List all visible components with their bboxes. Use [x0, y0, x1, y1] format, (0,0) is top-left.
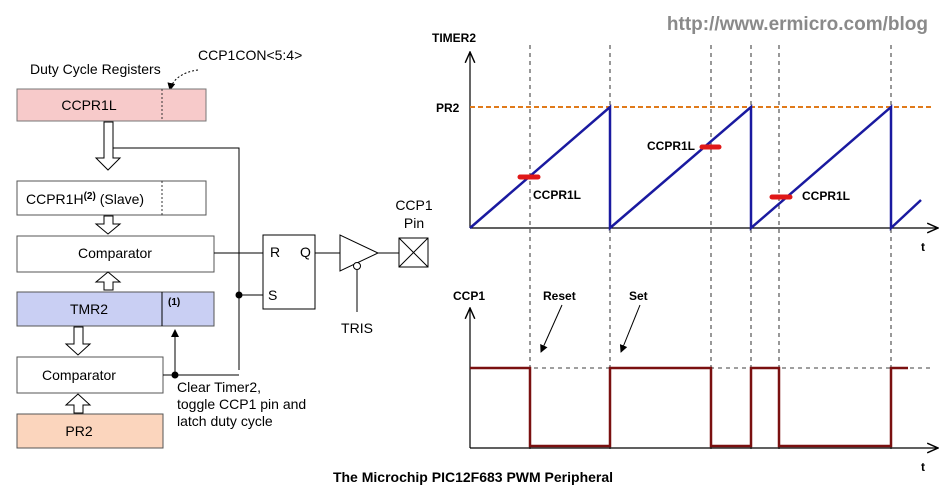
ccp1-pin-label-2: Pin	[404, 215, 424, 231]
ccpr1l-label-2: CCPR1L	[647, 139, 695, 153]
ccpr1l-label-1: CCPR1L	[533, 188, 581, 202]
block-diagram: Duty Cycle Registers CCP1CON<5:4> CCPR1L…	[16, 47, 433, 449]
timer2-axis-label: TIMER2	[432, 31, 476, 45]
pr2-label: PR2	[65, 423, 92, 439]
tmr2-note: (1)	[168, 297, 180, 308]
ccpr1h-label: CCPR1H(2) (Slave)	[26, 191, 144, 207]
tmr2-to-comparator-arrow	[94, 271, 122, 291]
comparator-top-label: Comparator	[78, 245, 152, 261]
latch-s-label: S	[268, 287, 277, 303]
timer2-sawtooth	[469, 104, 922, 231]
timer2-t-label: t	[921, 240, 925, 254]
set-label: Set	[629, 289, 648, 303]
ccp1con-pointer	[167, 69, 199, 91]
comparator-top	[16, 235, 215, 273]
ccpr1h-sup: (2)	[84, 191, 96, 202]
tris-label: TRIS	[341, 320, 373, 336]
pr2-register	[16, 413, 164, 449]
note-line-2: toggle CCP1 pin and	[177, 396, 306, 412]
ccpr1h-prefix: CCPR1H	[26, 191, 84, 207]
figure-caption: The Microchip PIC12F683 PWM Peripheral	[333, 469, 613, 485]
pr2-to-comparator-arrow	[64, 393, 92, 414]
reset-pointer	[540, 304, 563, 353]
tristate-buffer	[339, 234, 380, 272]
tmr2-label: TMR2	[70, 301, 108, 317]
tmr2-register	[16, 291, 215, 327]
ccpr1l-to-ccpr1h-arrow	[94, 121, 122, 171]
tmr2-to-comparator-bottom-arrow	[64, 326, 92, 356]
buffer-enable-bubble	[353, 262, 361, 270]
ccpr1h-suffix: (Slave)	[96, 191, 144, 207]
ccpr1l-register	[16, 88, 207, 122]
reset-label: Reset	[543, 289, 576, 303]
pr2-level-label: PR2	[436, 101, 460, 115]
ccp1con-label: CCP1CON<5:4>	[198, 47, 302, 63]
latch-r-label: R	[270, 244, 280, 260]
note-line-1: Clear Timer2,	[177, 379, 261, 395]
ccp1-pwm-signal	[470, 366, 908, 448]
duty-cycle-registers-label: Duty Cycle Registers	[30, 61, 161, 77]
ccp1-pin-label-1: CCP1	[395, 197, 433, 213]
set-pointer	[619, 304, 641, 353]
ccpr1h-register	[16, 180, 207, 216]
ccpr1l-label: CCPR1L	[61, 97, 116, 113]
sr-latch	[262, 234, 316, 310]
ccp1-pin-cross-b	[398, 237, 429, 268]
ccpr1h-to-comparator-arrow	[94, 215, 122, 235]
note-line-3: latch duty cycle	[177, 413, 273, 429]
junction-s	[235, 291, 243, 299]
ccp1-axis-label: CCP1	[453, 289, 485, 303]
comparator-bottom-label: Comparator	[42, 367, 116, 383]
blog-url: http://www.ermicro.com/blog	[667, 14, 928, 35]
ccp1-chart: CCP1 t Reset Set	[453, 289, 938, 474]
ccpr1l-label-3: CCPR1L	[802, 189, 850, 203]
timer2-chart: TIMER2 t PR2 CCPR1L CCPR1L CCPR1L	[432, 31, 938, 450]
latch-q-label: Q	[300, 244, 311, 260]
ccp1-t-label: t	[921, 460, 925, 474]
